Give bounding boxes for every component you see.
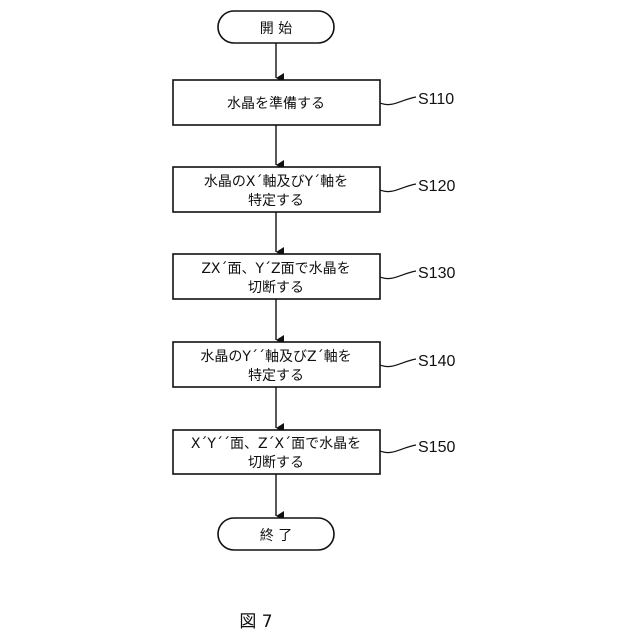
process-text-line-1: 水晶のX´軸及びY´軸を [204, 174, 348, 190]
process-step-s130: ZX´面、Y´Z面で水晶を 切断する S130 [173, 254, 455, 299]
figure-caption: 図 7 [239, 612, 272, 632]
step-id-label: S150 [418, 439, 455, 456]
process-text-line-1: ZX´面、Y´Z面で水晶を [201, 261, 350, 277]
step-id-label: S110 [418, 91, 454, 108]
process-step-s150: X´Y´´面、Z´X´面で水晶を 切断する S150 [173, 430, 455, 474]
step-leader-line [380, 97, 416, 105]
process-text-line-2: 切断する [248, 280, 304, 296]
step-id-label: S130 [418, 265, 455, 282]
start-terminal: 開 始 [218, 11, 334, 43]
end-terminal: 終 了 [218, 518, 334, 550]
step-leader-line [380, 184, 416, 192]
step-leader-line [380, 271, 416, 279]
step-id-label: S140 [418, 353, 455, 370]
process-step-s110: 水晶を準備する S110 [173, 80, 454, 125]
end-terminal-label: 終 了 [260, 528, 292, 544]
start-terminal-label: 開 始 [260, 21, 292, 37]
process-text-line-1: 水晶のY´´軸及びZ´軸を [200, 349, 351, 365]
process-step-s140: 水晶のY´´軸及びZ´軸を 特定する S140 [173, 342, 455, 387]
step-id-label: S120 [418, 178, 455, 195]
process-text-line-1: 水晶を準備する [227, 96, 325, 112]
process-text-line-2: 特定する [248, 193, 304, 209]
process-text-line-2: 切断する [248, 455, 304, 471]
step-leader-line [380, 359, 416, 367]
step-leader-line [380, 445, 416, 453]
process-text-line-2: 特定する [248, 368, 304, 384]
process-step-s120: 水晶のX´軸及びY´軸を 特定する S120 [173, 167, 455, 212]
process-text-line-1: X´Y´´面、Z´X´面で水晶を [191, 436, 361, 452]
